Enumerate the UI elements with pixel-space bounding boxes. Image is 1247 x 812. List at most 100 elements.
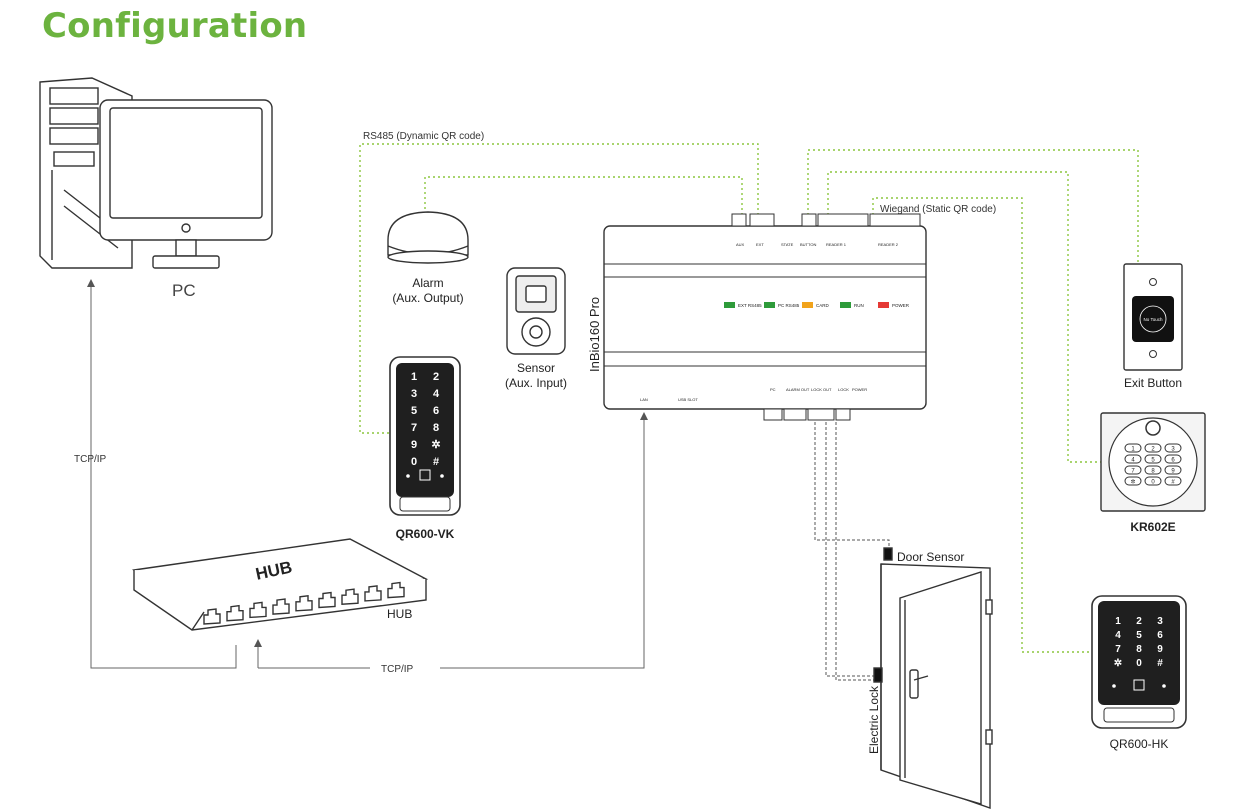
port-power: POWER <box>852 387 867 392</box>
keypad-kr602e-key <box>1124 443 1142 453</box>
wires <box>359 143 1139 653</box>
port-state: STATE <box>781 242 794 247</box>
tcpip-lines <box>87 279 648 669</box>
sensor-icon <box>506 267 566 355</box>
port-reader2: READER 2 <box>878 242 899 247</box>
hub-port <box>364 585 382 602</box>
indicator-pc-rs485: PC RS485 <box>778 303 800 308</box>
reader-vk-key: 3 <box>411 388 417 400</box>
keypad-kr602e-key <box>1124 476 1142 486</box>
reader-vk-key: 8 <box>433 422 439 434</box>
keypad-kr602e-key <box>1144 476 1162 486</box>
hub-port <box>295 595 313 612</box>
port-button: BUTTON <box>800 242 816 247</box>
door-wires <box>814 422 890 681</box>
port-lock-out: LOCK OUT <box>811 387 832 392</box>
keypad-kr602e-key-label: 2 <box>1151 446 1155 452</box>
door-sensor-label: Door Sensor <box>897 550 964 564</box>
exit-button-face-label: No Touch <box>1144 317 1163 322</box>
hub-icon <box>131 538 429 631</box>
port-reader1: READER 1 <box>826 242 847 247</box>
reader-vk-key: # <box>433 456 439 468</box>
hub-port <box>272 598 290 615</box>
hub-port <box>341 588 359 605</box>
wire-electric-lock <box>825 422 876 677</box>
keypad-kr602e-key-label: 4 <box>1131 457 1135 463</box>
reader-hk-key: 0 <box>1136 658 1142 669</box>
port-lan: LAN <box>640 397 648 402</box>
alarm-label: Alarm <box>412 276 443 290</box>
keypad-kr602e-key-label: 8 <box>1151 468 1155 474</box>
reader-vk-key: 2 <box>433 371 439 383</box>
reader-hk-key: 8 <box>1136 644 1142 655</box>
keypad-kr602e-key <box>1124 454 1142 464</box>
pc-label: PC <box>172 281 196 300</box>
keypad-kr602e-key-label: 0 <box>1151 479 1155 485</box>
keypad-kr602e-key-label: ✲ <box>1130 478 1135 485</box>
hub-port <box>226 604 244 622</box>
wire-wiegand <box>872 197 1090 653</box>
keypad-kr602e-key-label: # <box>1171 479 1175 485</box>
hub-port <box>203 608 221 625</box>
keypad-kr602e-key <box>1144 443 1162 453</box>
reader-hk-key: 4 <box>1115 630 1121 641</box>
port-aux: AUX <box>736 242 745 247</box>
reader-hk-key: 5 <box>1136 630 1142 641</box>
keypad-kr602e-key <box>1164 443 1182 453</box>
sensor-sub-label: (Aux. Input) <box>505 376 567 390</box>
reader-hk-label: QR600-HK <box>1110 737 1169 751</box>
indicator-run: RUN <box>854 303 864 308</box>
sensor-label: Sensor <box>517 361 555 375</box>
hub-port <box>318 591 336 609</box>
keypad-kr602e-key-label: 9 <box>1171 468 1175 474</box>
reader-hk-key: ✲ <box>1114 658 1122 669</box>
controller-label: InBio160 Pro <box>587 297 602 372</box>
tcpip-label-horizontal: TCP/IP <box>381 664 414 675</box>
keypad-kr602e-key-label: 1 <box>1131 446 1135 452</box>
hub-label: HUB <box>387 607 412 621</box>
keypad-kr602e-key-label: 5 <box>1151 457 1155 463</box>
door-icon <box>873 547 993 809</box>
reader-vk-label: QR600-VK <box>396 527 455 541</box>
alarm-sub-label: (Aux. Output) <box>392 291 463 305</box>
controller: EXT RS485 PC RS485 CARD RUN POWER AUX EX… <box>603 213 927 421</box>
keypad-kr602e-key <box>1164 465 1182 475</box>
reader-hk-key: # <box>1157 658 1163 669</box>
keypad-kr602e-key <box>1124 465 1142 475</box>
indicator-ext-rs485: EXT RS485 <box>738 303 762 308</box>
hub-port <box>249 601 267 619</box>
keypad-kr602e-key <box>1144 465 1162 475</box>
keypad-kr602e-key-label: 3 <box>1171 446 1175 452</box>
indicator-card: CARD <box>816 303 830 308</box>
hub-port <box>387 581 405 599</box>
wire-rs485 <box>359 143 759 434</box>
reader-hk-key: 9 <box>1157 644 1163 655</box>
electric-lock-label: Electric Lock <box>867 685 881 754</box>
keypad-label: KR602E <box>1130 520 1175 534</box>
port-pc: PC <box>770 387 776 392</box>
reader-vk-key: 6 <box>433 405 439 417</box>
exit-button-icon <box>1123 263 1183 371</box>
wiegand-label: Wiegand (Static QR code) <box>880 204 996 215</box>
keypad-kr602e-key <box>1144 454 1162 464</box>
page-title: Configuration <box>42 6 308 46</box>
wire-keypad <box>827 171 1103 463</box>
alarm-icon <box>387 211 469 264</box>
keypad-kr602e-key-label: 7 <box>1131 468 1135 474</box>
keypad-kr602e-key <box>1164 454 1182 464</box>
reader-vk-key: 1 <box>411 371 417 383</box>
reader-hk-key: 1 <box>1115 616 1121 627</box>
port-lock: LOCK <box>838 387 849 392</box>
reader-vk-key: 9 <box>411 439 417 451</box>
reader-vk-key: ✲ <box>431 439 440 451</box>
indicator-power: POWER <box>892 303 910 308</box>
reader-hk-key: 2 <box>1136 616 1142 627</box>
rs485-label: RS485 (Dynamic QR code) <box>363 131 484 142</box>
reader-vk-key: 4 <box>433 388 440 400</box>
keypad-kr602e-key <box>1164 476 1182 486</box>
reader-vk-key: 0 <box>411 456 417 468</box>
